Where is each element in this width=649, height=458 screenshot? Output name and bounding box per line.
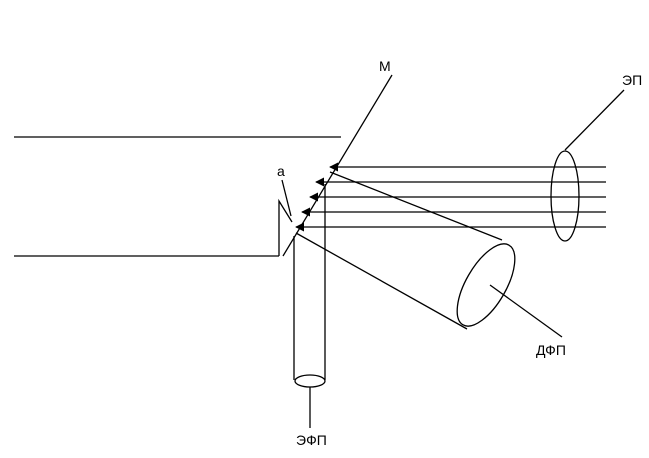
edge-point-label: а	[277, 163, 285, 179]
specular-flux-label: ЭФП	[296, 432, 327, 448]
diffuse-flux-label: ДФП	[536, 342, 566, 358]
mirror-surface	[282, 74, 393, 257]
incident-flux-ellipse	[550, 150, 580, 242]
specular-beam	[293, 184, 326, 388]
incident-flux-leader	[564, 89, 625, 151]
incident-beam	[295, 162, 606, 232]
incident-flux-label: ЭП	[622, 72, 643, 88]
sample-body	[14, 136, 341, 257]
diffuse-flux-leader	[489, 284, 563, 338]
mirror-label: М	[379, 58, 391, 74]
edge-point-leader	[281, 179, 292, 217]
edge-notch	[278, 198, 293, 256]
